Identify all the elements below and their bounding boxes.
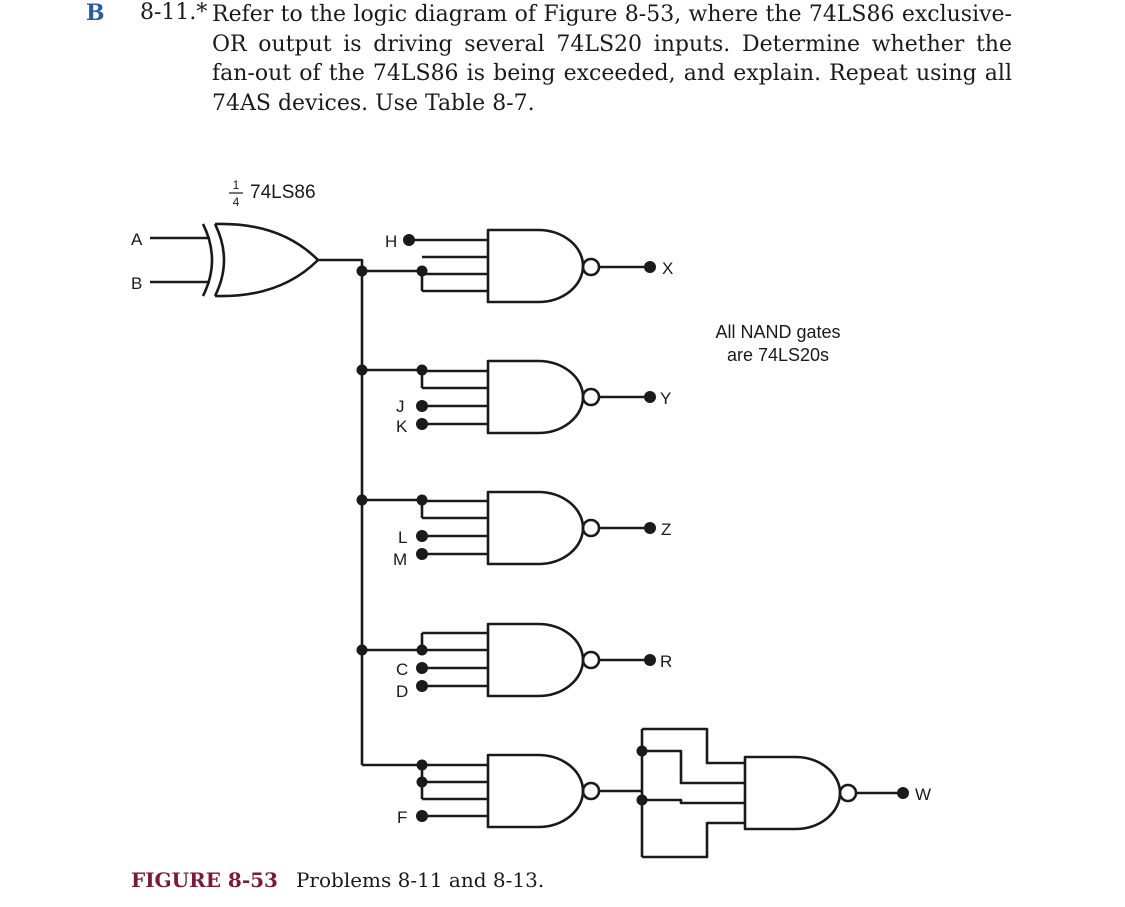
- input-label-j: J: [396, 397, 405, 416]
- input-label-l: L: [398, 528, 407, 547]
- output-label-r: R: [660, 652, 672, 671]
- input-label-k: K: [396, 417, 408, 436]
- input-label-f: F: [397, 808, 407, 827]
- nand-gate-6: [743, 755, 903, 831]
- input-label-d: D: [396, 682, 408, 701]
- note-line-1: All NAND gates: [715, 322, 840, 342]
- nand-gate-2: [420, 359, 650, 435]
- xor-part-label: 74LS86: [250, 182, 316, 203]
- nand-gate-3: [420, 490, 650, 566]
- problem-number: 8-11.*: [140, 0, 208, 25]
- input-label-c: C: [396, 660, 408, 679]
- input-label-h: H: [385, 232, 397, 251]
- figure-caption-text: Problems 8-11 and 8-13.: [295, 868, 545, 892]
- output-label-z: Z: [661, 520, 671, 539]
- problem-letter: B: [86, 0, 105, 26]
- note-line-2: are 74LS20s: [727, 345, 829, 365]
- output-label-w: W: [915, 785, 931, 804]
- problem-text: Refer to the logic diagram of Figure 8-5…: [212, 2, 1012, 116]
- nand-gate-1: [409, 228, 650, 304]
- nand-gate-4: [420, 622, 650, 698]
- xor-fraction-numerator: 1: [233, 178, 240, 192]
- output-label-y: Y: [660, 389, 671, 408]
- input-label-a: A: [131, 230, 143, 249]
- xor-gate: [150, 222, 320, 298]
- figure-caption: FIGURE 8-53 Problems 8-11 and 8-13.: [131, 868, 544, 892]
- output-label-x: X: [662, 259, 673, 278]
- xor-fraction-denominator: 4: [233, 195, 240, 209]
- nand-gate-5: [420, 753, 642, 829]
- junction-dots: [356, 234, 909, 822]
- input-label-m: M: [393, 550, 407, 569]
- gate6-interconnect: [640, 727, 745, 859]
- xor-output-bus: [318, 258, 422, 767]
- figure-label: FIGURE 8-53: [131, 868, 278, 892]
- input-label-b: B: [131, 274, 142, 293]
